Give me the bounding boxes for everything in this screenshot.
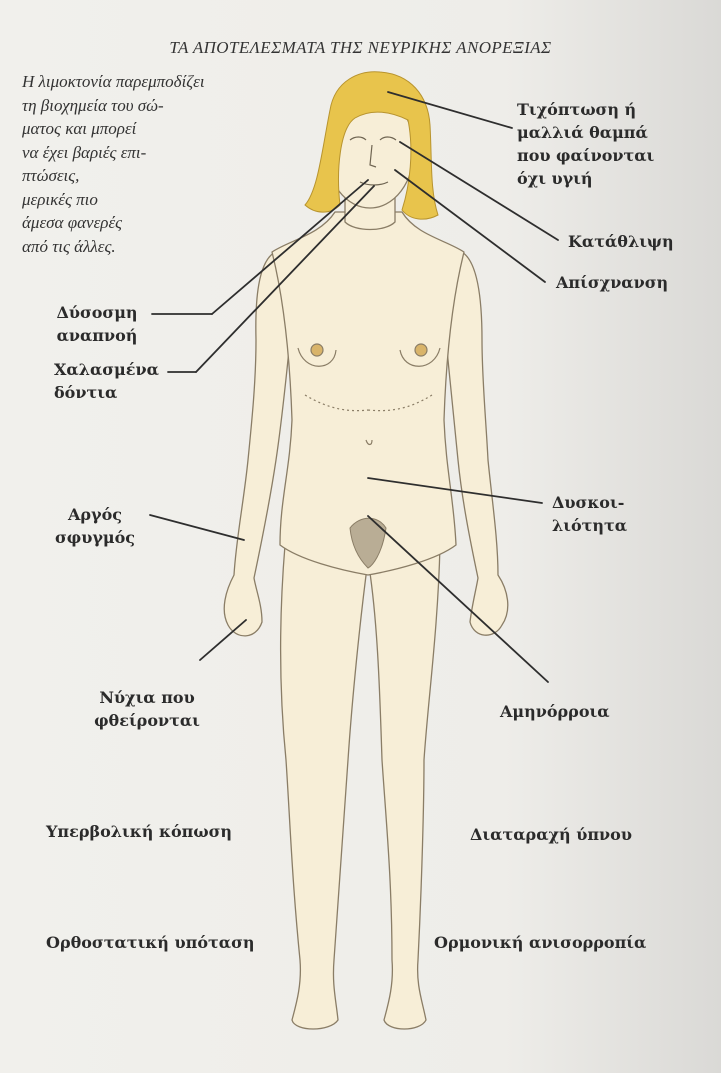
leader-pulse <box>150 515 244 540</box>
label-teeth: Χαλασμένα δόντια <box>54 358 159 404</box>
label-fatigue: Υπερβολική κόπωση <box>46 820 232 843</box>
label-hormonal: Ορμονική ανισορροπία <box>434 931 646 954</box>
left-arm <box>224 252 290 636</box>
label-amenorrhea: Αμηνόρροια <box>500 700 610 723</box>
label-hypotension: Ορθοστατική υπόταση <box>46 931 255 954</box>
label-sleep: Διαταραχή ύπνου <box>470 823 632 846</box>
right-arm <box>446 252 508 635</box>
left-leg <box>281 545 368 1029</box>
label-nails: Νύχια που φθείρονται <box>72 686 222 732</box>
label-depression: Κατάθλιψη <box>568 230 674 253</box>
label-constipation: Δυσκοι- λιότητα <box>552 491 627 537</box>
label-hair: Τιχόπτωση ή μαλλιά θαμπά που φαίνονται ό… <box>517 98 654 190</box>
label-emaciation: Απίσχνανση <box>556 271 668 294</box>
label-bad-breath: Δύσοσμη αναπνοή <box>42 301 152 347</box>
right-nipple <box>415 344 427 356</box>
label-slow-pulse: Αργός σφυγμός <box>40 503 150 549</box>
leader-nails <box>200 620 246 660</box>
left-nipple <box>311 344 323 356</box>
right-leg <box>368 545 440 1029</box>
